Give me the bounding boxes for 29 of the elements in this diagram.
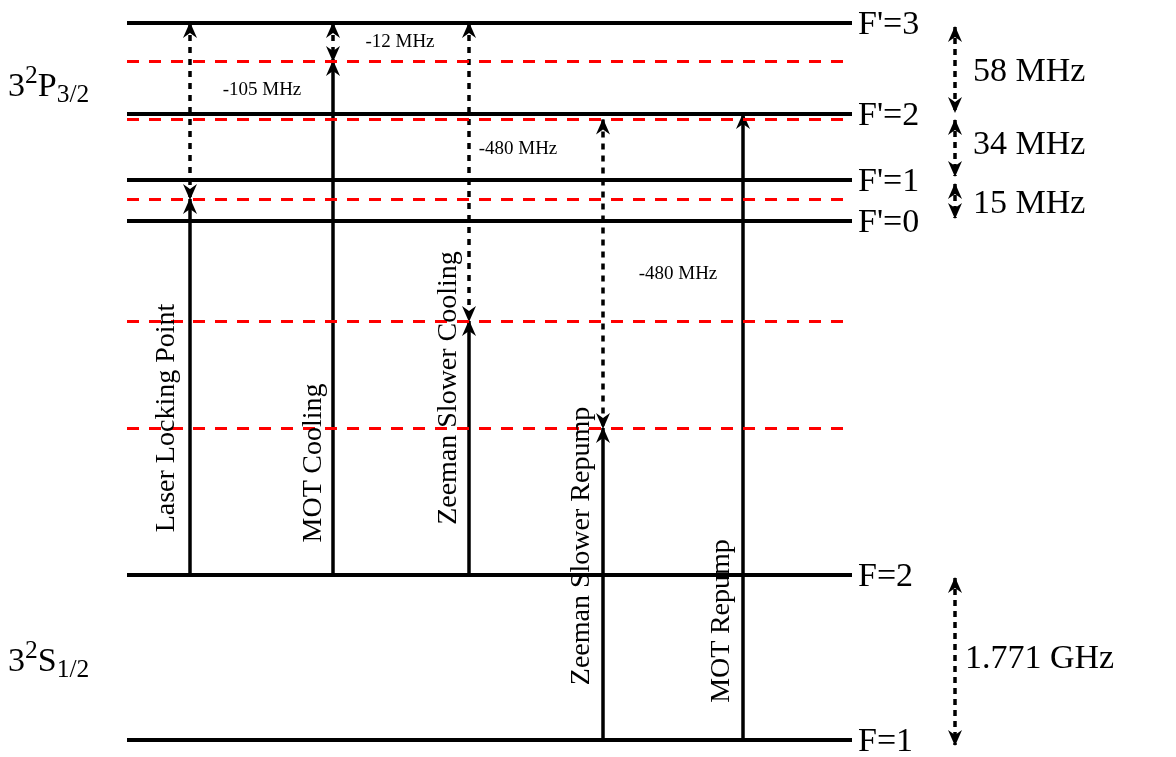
splitting-label: 1.771 GHz — [965, 640, 1115, 674]
detuning-label: -12 MHz — [365, 30, 435, 50]
detuning-label: -105 MHz — [222, 78, 302, 98]
level-label: F'=2 — [858, 97, 920, 131]
transition-arrow — [596, 427, 610, 740]
detuning-arrow — [596, 118, 610, 429]
state-label: 3$^{2}$P$_{3/2}$ — [8, 68, 90, 102]
detuning-label: -480 MHz — [638, 262, 718, 282]
splitting-label: 58 MHz — [973, 53, 1086, 87]
detuning-label: -480 MHz — [478, 137, 558, 157]
level-label: F'=0 — [858, 204, 920, 238]
transition-arrow — [462, 320, 476, 575]
transition-arrow — [736, 113, 750, 740]
transition-label: Zeeman Slower Cooling — [433, 251, 461, 525]
level-label: F'=1 — [858, 163, 920, 197]
state-label: 3$^{2}$S$_{1/2}$ — [8, 643, 90, 677]
transition-label: MOT Cooling — [298, 383, 326, 543]
detuning-arrow — [183, 22, 197, 200]
detuning-arrow — [326, 22, 340, 62]
transition-arrow — [326, 60, 340, 575]
splitting-label: 15 MHz — [973, 185, 1086, 219]
level-label: F'=3 — [858, 6, 920, 40]
transition-label: MOT Repump — [706, 539, 734, 703]
level-label: F=2 — [858, 558, 914, 592]
splitting-label: 34 MHz — [973, 126, 1086, 160]
level-label: F=1 — [858, 723, 914, 757]
transition-arrow — [183, 198, 197, 575]
detuning-arrow — [462, 22, 476, 322]
transition-label: Laser Locking Point — [151, 303, 179, 533]
